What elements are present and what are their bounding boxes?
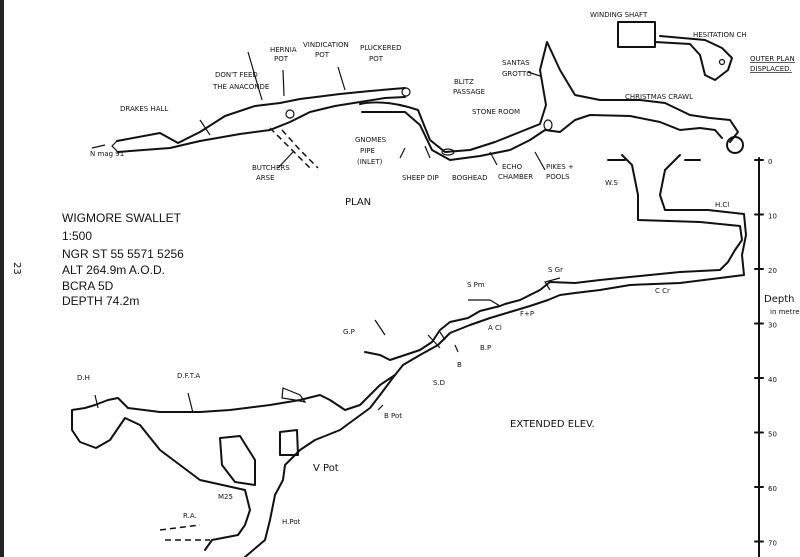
label-hcl: H.Cl bbox=[715, 201, 729, 209]
survey-ngr: NGR ST 55 5571 5256 bbox=[62, 247, 184, 261]
label-b: B bbox=[457, 361, 462, 369]
label-blitz-2: PASSAGE bbox=[453, 88, 485, 96]
elevation-title: EXTENDED ELEV. bbox=[510, 419, 595, 430]
label-sheep-dip: SHEEP DIP bbox=[402, 174, 439, 182]
label-gnomes-pipe: GNOMES bbox=[355, 136, 387, 144]
north-arrow bbox=[91, 144, 106, 149]
label-stone-room: STONE ROOM bbox=[472, 108, 520, 116]
elevation-upper-wall bbox=[364, 154, 743, 361]
label-blitz: BLITZ bbox=[454, 78, 474, 86]
page-number: 23 bbox=[11, 262, 22, 275]
survey-title: WIGMORE SWALLET bbox=[62, 211, 182, 225]
north-label: N mag 91 bbox=[90, 150, 124, 158]
label-m25: M25 bbox=[218, 493, 233, 501]
label-butchers-arse-2: ARSE bbox=[256, 174, 275, 182]
plan-passage-mid bbox=[359, 41, 739, 153]
label-sd: S.D bbox=[433, 379, 445, 387]
santas-grotto-boulder bbox=[543, 119, 553, 131]
label-vpot: V Pot bbox=[313, 463, 339, 474]
depth-tick-label: 0 bbox=[768, 158, 772, 166]
label-spm: S Pm bbox=[467, 281, 485, 289]
label-ws: W.S bbox=[605, 179, 618, 187]
label-dont-feed-2: THE ANACONDE bbox=[212, 83, 269, 91]
plan-view: PLAN N mag 91 DRAKES HALL DON'T FEED THE… bbox=[90, 11, 795, 208]
depth-tick-label: 60 bbox=[768, 485, 777, 493]
label-hernia-pot: HERNIA bbox=[270, 46, 297, 54]
label-bpot: B Pot bbox=[384, 412, 402, 420]
label-dont-feed: DON'T FEED bbox=[215, 71, 258, 79]
label-butchers-arse: BUTCHERS bbox=[252, 164, 290, 172]
label-pluckered-pot: PLUCKERED bbox=[360, 44, 401, 52]
side-passage bbox=[281, 387, 307, 403]
plan-end bbox=[111, 140, 119, 153]
label-dfta: D.F.T.A bbox=[177, 372, 200, 380]
page-edge bbox=[0, 0, 4, 557]
label-santas-grotto: SANTAS bbox=[502, 59, 530, 67]
label-hpot: H.Pot bbox=[282, 518, 301, 526]
survey-info: WIGMORE SWALLET 1:500 NGR ST 55 5571 525… bbox=[62, 211, 184, 308]
depth-tick-label: 40 bbox=[768, 376, 777, 384]
ra-passage bbox=[159, 524, 210, 541]
lower-series bbox=[71, 374, 396, 557]
pluckered-pot-shaft bbox=[401, 87, 411, 97]
label-gp: G.P bbox=[343, 328, 355, 336]
label-acl: A Cl bbox=[488, 324, 502, 332]
label-christmas-crawl: CHRISTMAS CRAWL bbox=[625, 93, 693, 101]
label-arrows bbox=[277, 71, 546, 171]
depth-axis: 0 10 20 30 40 50 60 70 Depth in metres bbox=[754, 157, 800, 557]
depth-tick-label: 30 bbox=[768, 322, 777, 330]
survey-scale: 1:500 bbox=[62, 229, 92, 243]
label-boghead: BOGHEAD bbox=[452, 174, 487, 182]
label-hernia-pot-2: POT bbox=[274, 55, 289, 63]
label-vindication-pot-2: POT bbox=[315, 51, 330, 59]
end-chamber bbox=[726, 136, 744, 154]
plan-passage-upper-wall bbox=[116, 87, 406, 144]
plan-title: PLAN bbox=[345, 197, 371, 208]
label-gnomes-pipe-3: (INLET) bbox=[357, 158, 383, 166]
plan-passage-lower-wall bbox=[117, 96, 406, 153]
depth-axis-label-2: in metres bbox=[770, 308, 800, 316]
survey-bcra: BCRA 5D bbox=[62, 279, 114, 293]
label-gnomes-pipe-2: PIPE bbox=[360, 147, 375, 155]
label-ccr: C Cr bbox=[655, 287, 670, 295]
label-ra: R.A. bbox=[183, 512, 197, 520]
label-pluckered-pot-2: POT bbox=[369, 55, 384, 63]
survey-alt: ALT 264.9m A.O.D. bbox=[62, 263, 165, 277]
label-vindication-pot: VINDICATION bbox=[303, 41, 349, 49]
label-bp: B.P bbox=[480, 344, 491, 352]
elevation-arrows bbox=[94, 319, 459, 414]
label-arrows-top bbox=[247, 51, 346, 101]
label-sgr: S Gr bbox=[548, 266, 563, 274]
label-pikes: PIKES + bbox=[546, 163, 574, 171]
label-hesitation-ch: HESITATION CH bbox=[693, 31, 747, 39]
elevation-view: EXTENDED ELEV. W.S H.Cl S Gr C Cr S Pm F… bbox=[71, 154, 800, 557]
depth-tick-label: 20 bbox=[768, 267, 777, 275]
hesitation-chamber bbox=[654, 35, 733, 81]
label-ftp: F+P bbox=[520, 310, 534, 318]
label-outer-plan-2: DISPLACED. bbox=[750, 65, 792, 73]
label-winding-shaft: WINDING SHAFT bbox=[590, 11, 648, 19]
elevation-lower-wall bbox=[394, 154, 747, 376]
pillar-2 bbox=[279, 429, 299, 456]
depth-tick-label: 70 bbox=[768, 540, 777, 548]
depth-axis-label: Depth bbox=[764, 294, 794, 305]
label-drakes-hall: DRAKES HALL bbox=[120, 105, 168, 113]
label-echo-chamber-2: CHAMBER bbox=[498, 173, 533, 181]
hernia-pot-shaft bbox=[285, 109, 295, 119]
plan-squeeze bbox=[199, 119, 211, 136]
winding-shaft bbox=[617, 21, 656, 48]
label-echo-chamber: ECHO bbox=[502, 163, 523, 171]
label-dh: D.H bbox=[77, 374, 90, 382]
depth-tick-label: 10 bbox=[768, 213, 777, 221]
pillar-1 bbox=[219, 435, 256, 486]
depth-tick-label: 50 bbox=[768, 431, 777, 439]
label-pikes-2: POOLS bbox=[546, 173, 570, 181]
label-santas-grotto-2: GROTTO bbox=[502, 70, 532, 78]
survey-depth: DEPTH 74.2m bbox=[62, 294, 139, 308]
label-outer-plan: OUTER PLAN bbox=[750, 55, 795, 63]
elevation-branches bbox=[439, 277, 561, 341]
